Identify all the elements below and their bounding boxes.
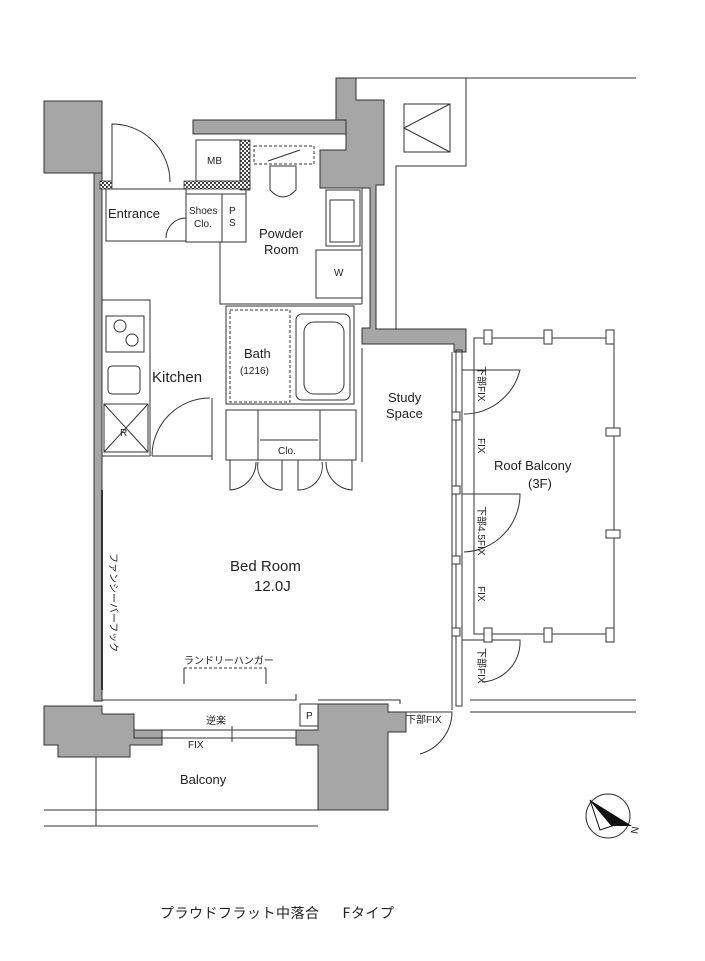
roof-balcony-label-1: Roof Balcony [494,458,572,473]
ac-unit-x2 [403,127,451,153]
powder-room-label-1: Powder [259,226,304,241]
study-space-label-1: Study [388,390,422,405]
ps-label-1: P [229,206,236,217]
east-window-frame [455,349,463,707]
fancy-hook-label: ファンシーバーフック [107,553,119,652]
vanity [325,189,361,247]
interior-lines [44,77,636,839]
bedroom-window [133,729,297,739]
burner-1 [113,319,127,333]
pipe-box [299,703,319,727]
bath-entry [229,309,291,403]
bath-size-label: (1216) [240,366,269,377]
hatch-mb-bottom [183,180,251,190]
roof-balcony-outer [470,699,636,713]
entrance-label: Entrance [108,206,160,221]
closet-box [225,409,357,461]
shoes-door-arc [165,217,187,239]
washer-label: W [334,268,344,279]
lower-fix-label: 下部FIX [406,713,442,726]
stove-box [105,315,145,353]
corner-door [406,711,453,755]
laundry-hanger-label: ランドリーハンガー [184,655,274,667]
vanity-inner [329,199,355,243]
closet-door-3 [297,460,323,491]
kitchen-label: Kitchen [152,369,202,386]
compass-ring [585,793,631,839]
fridge-x2 [103,403,149,453]
win-lower-fix-label: 下部FIX [475,366,488,402]
plan-caption: プラウドフラット中落合 Fタイプ [160,903,413,923]
roof-door-3 [462,639,521,683]
wall-left-exterior [93,172,103,702]
kitchen-door [151,397,212,457]
bedroom-size-label: 12.0J [254,578,291,595]
property-name: プラウドフラット中落合 [160,906,320,922]
balcony-outline [44,757,318,827]
unit-type: Fタイプ [342,906,395,922]
fridge-box [103,403,149,453]
shoes-closet [185,193,223,243]
fix-label: FIX [188,740,204,751]
ac-unit-x1 [403,103,451,129]
pipe-space-label: P [306,711,313,722]
bath-tub-inner [303,321,345,395]
ac-unit [403,103,451,153]
wall-top-chase [319,77,467,353]
mb-box [195,139,241,182]
bath-label: Bath [244,346,271,361]
shoes-label-1: Shoes [189,206,217,217]
closet-door-1 [229,460,257,491]
hatched-walls [99,139,251,191]
labels: MB Entrance Shoes Clo. P S Powder Room W… [107,156,640,835]
washer-box [315,249,363,299]
fridge-label: R [120,428,127,439]
bedroom-label: Bed Room [230,558,301,575]
shoes-label-2: Clo. [194,219,212,230]
roof-balcony-posts [451,329,621,643]
win-fix-2-label: FIX [475,586,486,602]
toilet-bowl [269,165,297,198]
ps-label-2: S [229,218,236,229]
toilet-tank [253,145,315,165]
roof-balcony-label-2: (3F) [528,476,552,491]
bath-room-outline [225,305,355,405]
right-top-exterior [356,77,636,330]
win-lower-45-fix-label: 下部4.5FIX [475,506,488,556]
kitchen-counter [101,299,151,457]
wall-top-mb [192,119,347,135]
balcony-label: Balcony [180,772,227,787]
win-fix-1-label: FIX [475,438,486,454]
bath-tub [295,313,351,401]
study-space-label-2: Space [386,406,423,421]
closet-door-4 [325,460,353,491]
reverse-slide-label: 逆楽 [206,714,226,727]
closet-label: Clo. [278,446,296,457]
wall-column-bottom-left [43,705,163,758]
wall-column-top-left [43,100,103,174]
burner-2 [125,333,139,347]
mb-label: MB [207,156,222,167]
roof-door-2 [462,493,521,553]
compass-label: N [628,825,640,834]
toilet-tank-line [267,149,301,162]
sink [107,365,141,395]
roof-door-1 [462,369,521,415]
entrance-door [111,123,171,183]
win-lower-fix-2-label: 下部FIX [475,648,488,684]
compass-icon [589,799,632,831]
closet-door-2 [257,460,283,491]
hatch-entrance-top [99,180,113,190]
powder-room-label-2: Room [264,242,299,257]
